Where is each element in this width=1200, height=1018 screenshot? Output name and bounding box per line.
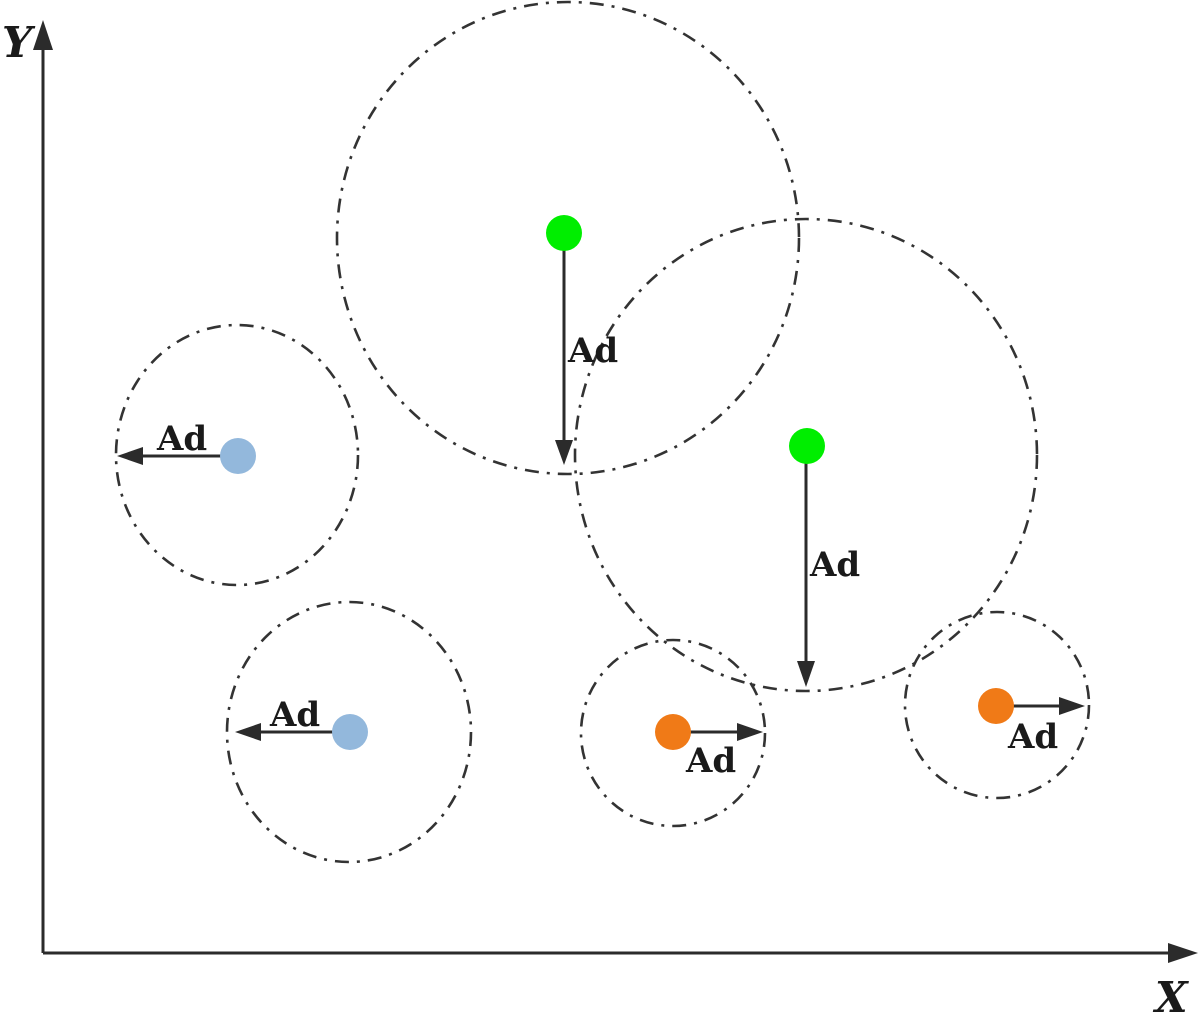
- label-green-2: Ad: [809, 545, 860, 585]
- data-points: [220, 215, 1014, 750]
- arrowhead-orange-2: [1059, 697, 1085, 715]
- neighborhood-circle-blue-2: [225, 600, 473, 864]
- axes: Y X: [2, 18, 1198, 1018]
- y-axis-arrowhead: [33, 20, 53, 50]
- neighborhood-circles: [114, 0, 1091, 864]
- point-blue-2: [332, 714, 368, 750]
- neighborhood-circle-orange-1: [579, 638, 767, 828]
- arrowhead-green-2: [797, 661, 815, 687]
- point-green-1: [546, 215, 582, 251]
- arrowhead-orange-1: [737, 723, 763, 741]
- label-green-1: Ad: [567, 331, 618, 371]
- point-orange-1: [655, 714, 691, 750]
- neighborhood-circle-green-2: [573, 217, 1039, 693]
- label-orange-1: Ad: [685, 741, 736, 781]
- point-orange-2: [978, 688, 1014, 724]
- neighborhood-circle-green-1: [335, 0, 801, 476]
- arrowhead-blue-1: [117, 447, 143, 465]
- label-blue-1: Ad: [156, 419, 207, 459]
- arrowhead-blue-2: [235, 723, 261, 741]
- arrow-labels: Ad Ad Ad Ad Ad Ad: [156, 331, 1058, 781]
- neighborhood-circle-orange-2: [903, 610, 1091, 800]
- label-orange-2: Ad: [1007, 717, 1058, 757]
- arrows: [117, 240, 1085, 741]
- neighborhood-circle-blue-1: [114, 323, 360, 587]
- x-axis-arrowhead: [1168, 943, 1198, 963]
- point-green-2: [789, 428, 825, 464]
- y-axis-label: Y: [2, 18, 36, 67]
- arrowhead-green-1: [555, 440, 573, 465]
- x-axis-label: X: [1152, 973, 1189, 1018]
- label-blue-2: Ad: [269, 695, 320, 735]
- point-blue-1: [220, 438, 256, 474]
